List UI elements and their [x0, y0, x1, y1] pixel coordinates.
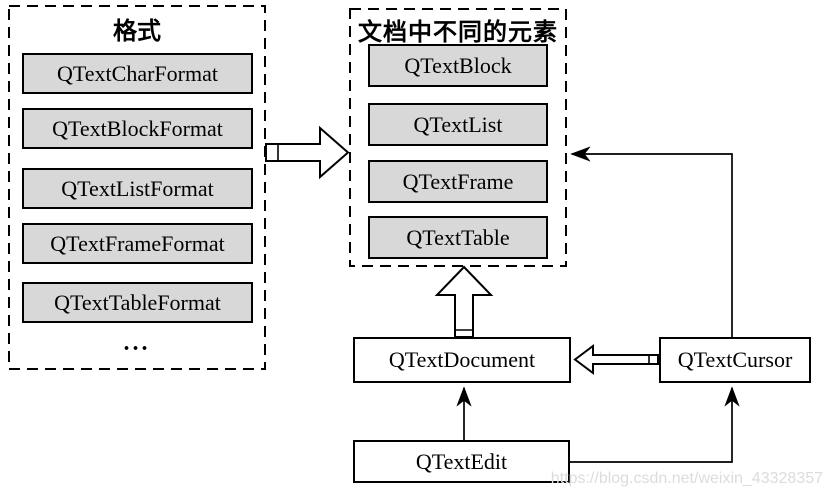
elements-panel-title: 文档中不同的元素 [358, 19, 558, 46]
format-item-qtextcharformat: QTextCharFormat [22, 53, 253, 94]
format-item-qtexttableformat: QTextTableFormat [22, 282, 253, 323]
arrow-cursor-to-elements [570, 146, 733, 337]
arrow-edit-to-cursor [570, 386, 740, 463]
format-item-qtextblockformat: QTextBlockFormat [22, 108, 253, 149]
arrow-formats-to-elements [265, 125, 350, 180]
element-item-qtextblock: QTextBlock [368, 44, 548, 87]
element-item-qtextlist: QTextList [368, 103, 548, 146]
arrow-cursor-to-document [573, 344, 659, 375]
elements-panel-border [349, 8, 567, 267]
node-qtextcursor: QTextCursor [659, 337, 811, 383]
element-item-qtexttable: QTextTable [368, 216, 548, 259]
node-qtextedit: QTextEdit [353, 440, 570, 483]
format-panel-ellipsis: ... [123, 330, 151, 356]
watermark-url: https://blog.csdn.net/weixin_43328357 [550, 470, 823, 487]
format-item-qtextframeformat: QTextFrameFormat [22, 223, 253, 264]
node-qtextdocument: QTextDocument [353, 337, 571, 383]
format-item-qtextlistformat: QTextListFormat [22, 168, 253, 209]
element-item-qtextframe: QTextFrame [368, 160, 548, 203]
format-panel-border [8, 5, 266, 370]
format-panel-title: 格式 [113, 18, 161, 45]
arrow-document-to-elements [434, 265, 494, 338]
